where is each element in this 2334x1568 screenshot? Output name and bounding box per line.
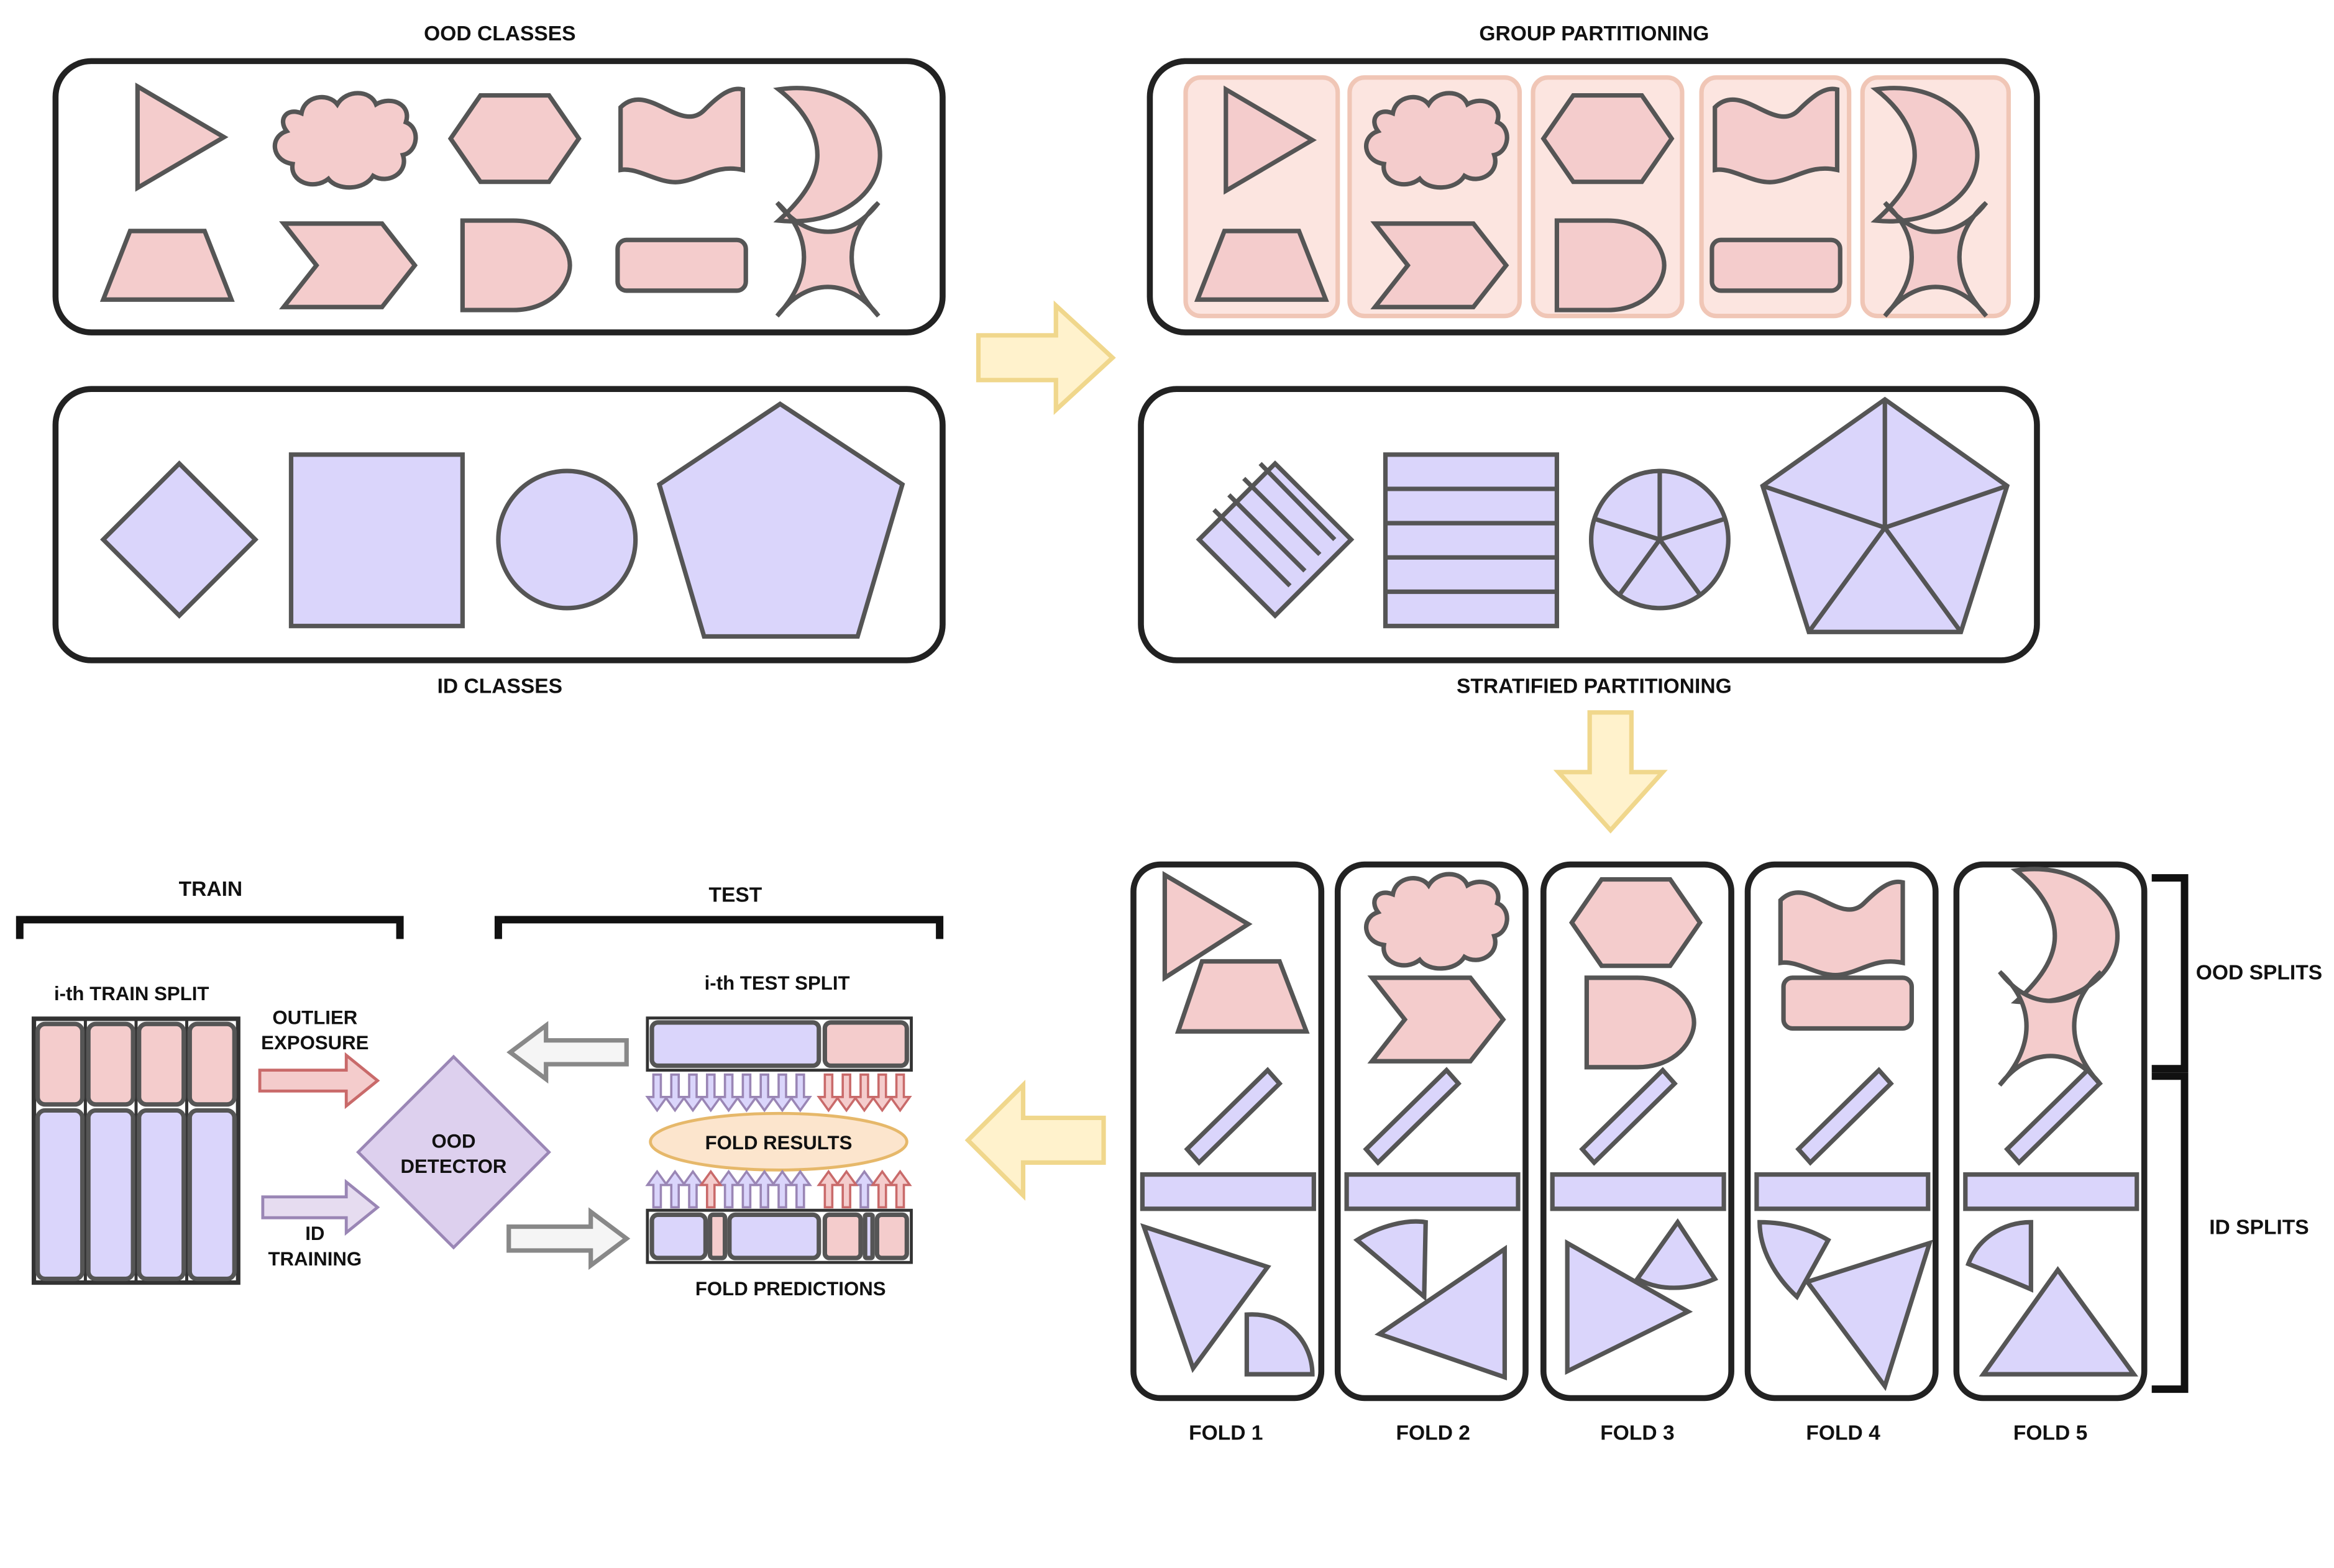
fold-4	[1744, 861, 1939, 1402]
fold-label-1: FOLD 1	[1189, 1422, 1263, 1445]
flow-arrow-right	[976, 300, 1116, 415]
folds-group	[1130, 861, 2148, 1402]
test-bracket	[494, 916, 944, 939]
up-arrows-row	[645, 1169, 912, 1209]
stratified-partitioning-panel	[1138, 386, 2040, 663]
rounded-rectangle-shape	[618, 240, 746, 291]
group-partitioning-title: GROUP PARTITIONING	[1479, 22, 1709, 45]
id-classes-title: ID CLASSES	[437, 675, 563, 698]
fold-predictions-bar	[646, 1208, 913, 1264]
id-classes-panel	[52, 386, 946, 663]
ood-classes-title: OOD CLASSES	[424, 22, 575, 45]
fold-results-node	[649, 1111, 908, 1172]
pentagon-shape	[656, 401, 905, 639]
train-split-title: i-th TRAIN SPLIT	[54, 983, 209, 1005]
group-partitioning-panel	[1146, 58, 2040, 335]
diamond-shape	[100, 460, 259, 619]
outlier-exposure-label-1: OUTLIER	[272, 1006, 357, 1028]
fold-1	[1130, 861, 1325, 1402]
square-shape	[288, 452, 465, 629]
train-bracket	[16, 916, 404, 939]
rounded-rectangle-shape	[1712, 240, 1840, 291]
fold-label-3: FOLD 3	[1600, 1422, 1674, 1445]
fold-5	[1953, 861, 2148, 1402]
ood-detector-label-2: DETECTOR	[400, 1155, 506, 1177]
fold-label-2: FOLD 2	[1396, 1422, 1470, 1445]
flow-arrow-down	[1553, 710, 1668, 834]
fold-3	[1540, 861, 1734, 1402]
train-split-stack	[31, 1016, 240, 1285]
ood-detector-node	[356, 1054, 551, 1250]
ood-detector-label-1: OOD	[431, 1130, 475, 1152]
id-training-label-1: ID	[305, 1223, 324, 1244]
stratified-partitioning-title: STRATIFIED PARTITIONING	[1457, 675, 1732, 698]
id-training-label-2: TRAINING	[268, 1248, 362, 1270]
train-title: TRAIN	[179, 878, 243, 901]
d-shape	[462, 221, 570, 310]
ood-splits-bracket	[2151, 874, 2189, 1073]
fold-predictions-label: FOLD PREDICTIONS	[695, 1278, 886, 1300]
test-split-bar	[646, 1016, 913, 1072]
ood-classes-panel	[52, 58, 946, 335]
outlier-exposure-label-2: EXPOSURE	[261, 1032, 368, 1054]
hexagon-shape	[1544, 96, 1672, 182]
down-arrows-row	[645, 1073, 912, 1113]
fold-label-5: FOLD 5	[2013, 1422, 2087, 1445]
circle-shape	[496, 468, 638, 611]
id-splits-label: ID SPLITS	[2209, 1216, 2309, 1239]
outlier-exposure-arrow	[258, 1052, 380, 1110]
fold-label-4: FOLD 4	[1806, 1422, 1880, 1445]
hexagon-shape	[451, 96, 579, 182]
flow-arrow-left	[964, 1079, 1106, 1201]
d-shape	[1557, 221, 1664, 310]
detector-to-predictions-arrow	[506, 1207, 631, 1270]
test-split-title: i-th TEST SPLIT	[705, 972, 850, 994]
test-to-detector-arrow	[506, 1021, 629, 1084]
fold-results-label: FOLD RESULTS	[705, 1132, 853, 1154]
id-training-arrow	[261, 1178, 380, 1236]
id-splits-bracket	[2151, 1072, 2189, 1393]
fold-2	[1334, 861, 1529, 1402]
ood-splits-label: OOD SPLITS	[2196, 961, 2322, 984]
test-title: TEST	[709, 884, 762, 907]
